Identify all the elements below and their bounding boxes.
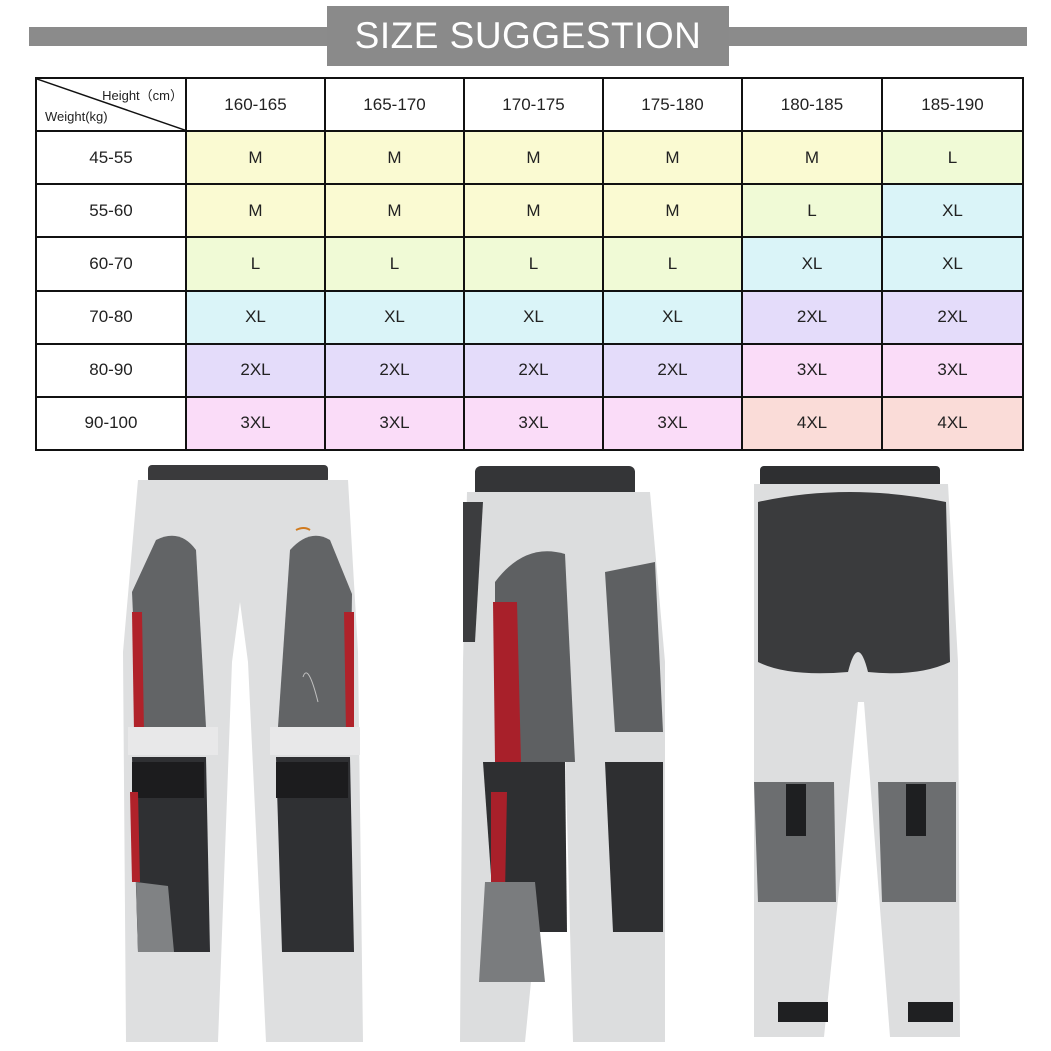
title-banner: SIZE SUGGESTION [327, 6, 729, 66]
size-cell: XL [881, 183, 1024, 239]
size-cell: XL [463, 289, 604, 345]
size-cell: 2XL [602, 342, 743, 398]
size-cell: M [324, 130, 465, 186]
size-chart-table: Height（cm） Weight(kg) 160-165 165-170 17… [35, 76, 1024, 452]
size-cell: 2XL [741, 289, 883, 345]
size-cell: 4XL [881, 395, 1024, 452]
size-cell: L [185, 236, 326, 292]
header-row: Height（cm） Weight(kg) 160-165 165-170 17… [35, 76, 1024, 133]
size-cell: XL [602, 289, 743, 345]
height-header: 160-165 [185, 76, 326, 133]
size-cell: M [463, 130, 604, 186]
banner-line-right [727, 27, 1027, 46]
weight-axis-label: Weight(kg) [45, 109, 108, 124]
pants-side-photo [460, 466, 665, 1042]
size-cell: L [881, 130, 1024, 186]
size-cell: M [324, 183, 465, 239]
size-cell: L [324, 236, 465, 292]
size-cell: L [463, 236, 604, 292]
size-cell: 3XL [602, 395, 743, 452]
corner-diagonal [38, 80, 184, 130]
height-header: 170-175 [463, 76, 604, 133]
pants-back-photo [754, 466, 960, 1037]
page-title: SIZE SUGGESTION [354, 15, 702, 56]
size-cell: L [741, 183, 883, 239]
weight-header: 90-100 [35, 395, 187, 452]
size-cell: XL [741, 236, 883, 292]
size-cell: 2XL [324, 342, 465, 398]
height-header: 165-170 [324, 76, 465, 133]
weight-header: 45-55 [35, 130, 187, 186]
weight-header: 60-70 [35, 236, 187, 292]
size-cell: M [185, 183, 326, 239]
size-cell: 3XL [741, 342, 883, 398]
size-cell: 3XL [324, 395, 465, 452]
weight-header: 80-90 [35, 342, 187, 398]
size-cell: XL [185, 289, 326, 345]
height-header: 175-180 [602, 76, 743, 133]
size-cell: M [602, 183, 743, 239]
size-cell: M [602, 130, 743, 186]
size-cell: XL [881, 236, 1024, 292]
size-cell: M [741, 130, 883, 186]
size-cell: 2XL [881, 289, 1024, 345]
weight-header: 55-60 [35, 183, 187, 239]
size-cell: 2XL [463, 342, 604, 398]
weight-header: 70-80 [35, 289, 187, 345]
height-axis-label: Height（cm） [102, 88, 183, 103]
size-cell: 3XL [463, 395, 604, 452]
corner-cell: Height（cm） Weight(kg) [35, 76, 187, 133]
size-cell: 3XL [185, 395, 326, 452]
banner-line-left [29, 27, 329, 46]
size-cell: M [185, 130, 326, 186]
size-cell: M [463, 183, 604, 239]
height-header: 180-185 [741, 76, 883, 133]
size-cell: 3XL [881, 342, 1024, 398]
size-cell: 2XL [185, 342, 326, 398]
size-cell: XL [324, 289, 465, 345]
size-cell: 4XL [741, 395, 883, 452]
size-cell: L [602, 236, 743, 292]
pants-front-photo [123, 465, 363, 1042]
height-header: 185-190 [881, 76, 1024, 133]
